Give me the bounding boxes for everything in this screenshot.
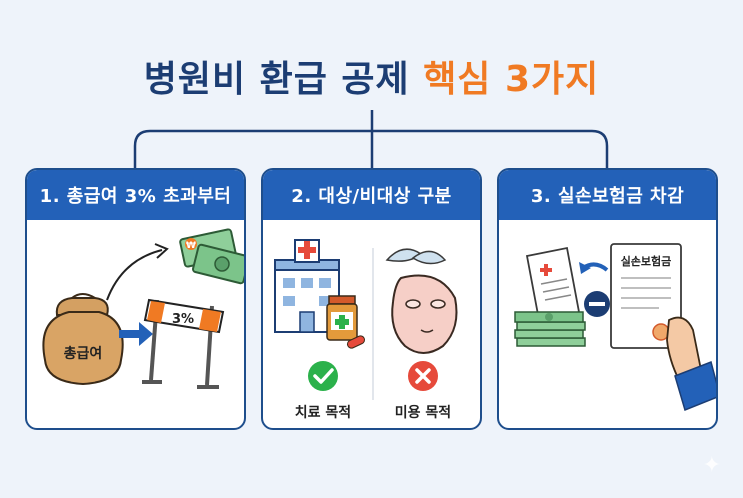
contact-lens-icon [385, 248, 447, 265]
money-bag-icon: 총급여 [42, 293, 124, 386]
face-mask-icon [391, 274, 458, 354]
minus-icon [584, 291, 610, 317]
card-2-header: 2. 대상/비대상 구분 [263, 170, 480, 220]
cash-stack-icon [514, 311, 586, 347]
document-title: 실손보험금 [621, 254, 672, 268]
card-insurance-deduction: 3. 실손보험금 차감 실손보험금 [497, 168, 718, 430]
card-3-header: 3. 실손보험금 차감 [499, 170, 716, 220]
currency-symbol: ₩ [186, 241, 196, 251]
hand-icon [666, 316, 716, 412]
cosmetic-label: 미용 목적 [394, 405, 452, 421]
treatment-label: 치료 목적 [294, 405, 352, 421]
receipt-icon [525, 246, 581, 322]
card-1-illustration: 총급여 3% ₩ [42, 228, 244, 389]
title-accent: 핵심 3가지 [423, 59, 600, 100]
card-eligible-classification: 2. 대상/비대상 구분 [261, 168, 482, 430]
cross-icon [408, 361, 438, 391]
medicine-bottle-icon [326, 295, 366, 349]
title-main: 병원비 환급 공제 [143, 59, 424, 100]
check-icon [308, 361, 338, 391]
barrier-label: 3% [172, 312, 194, 327]
card-1-header: 1. 총급여 3% 초과부터 [27, 170, 244, 220]
card-3-illustration: 실손보험금 [514, 243, 716, 412]
banknote-icon: ₩ [179, 228, 244, 285]
right-arrow-icon [119, 322, 153, 346]
sparkle-icon: ✦ [702, 453, 721, 478]
page-title: 병원비 환급 공제 핵심 3가지 [0, 50, 743, 102]
curved-arrow-icon [106, 249, 163, 301]
card-2-illustration [274, 239, 458, 400]
insurance-document-icon: 실손보험금 [610, 243, 682, 349]
barrier-icon: 3% [142, 298, 225, 389]
card-gross-income: 1. 총급여 3% 초과부터 총급여 3% [25, 168, 246, 430]
bag-label: 총급여 [64, 345, 103, 362]
